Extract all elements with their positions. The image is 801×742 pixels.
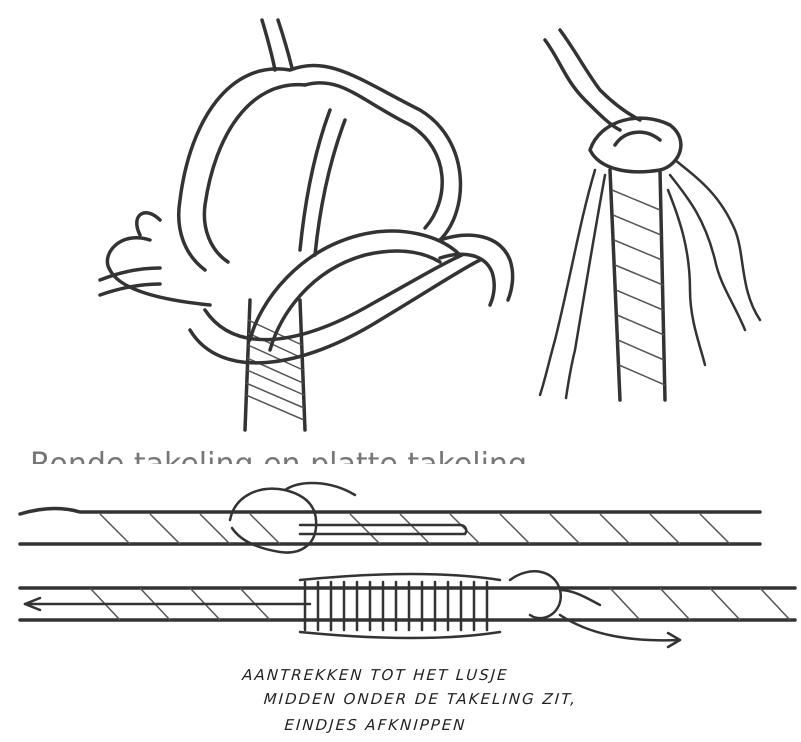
knot-crown-inner: [615, 132, 660, 145]
loop-left-inner: [204, 85, 305, 262]
whipping-top: [300, 574, 500, 580]
rope-step-two: [20, 571, 795, 647]
loop-right-inner: [305, 83, 442, 228]
end-loop: [510, 571, 561, 618]
knot-diagram-left: [100, 20, 513, 430]
rope-body-left: [610, 170, 620, 400]
rope-core-left: [245, 300, 305, 430]
strand-top-b: [278, 20, 292, 68]
loop-left-outer: [179, 69, 290, 270]
bottom-bow-outer: [190, 260, 480, 363]
rope-top-edge: [20, 508, 760, 514]
caption-line-2: MIDDEN ONDER DE TAKELING ZIT,: [19, 690, 801, 708]
whipping-bottom: [300, 632, 500, 638]
left-wrap-top: [137, 213, 160, 235]
right-strand-b: [670, 175, 745, 330]
cutoff-heading: Ronde takeling en platte takeling: [30, 444, 590, 464]
top-strand-b: [560, 30, 640, 120]
rope-step-one: [20, 483, 760, 552]
knot-diagram-right: [540, 30, 760, 400]
knot-crown: [590, 118, 681, 172]
right-free-end-a: [440, 235, 513, 300]
caption-line-1: AANTREKKEN TOT HET LUSJE: [0, 666, 777, 684]
loop-tail: [560, 590, 600, 605]
inner-loop-line: [300, 525, 466, 534]
top-strand-a: [545, 40, 620, 130]
strand-top-a: [262, 20, 275, 70]
right-strand-a: [675, 160, 760, 320]
caption-line-3: EINDJES AFKNIPPEN: [0, 716, 777, 734]
